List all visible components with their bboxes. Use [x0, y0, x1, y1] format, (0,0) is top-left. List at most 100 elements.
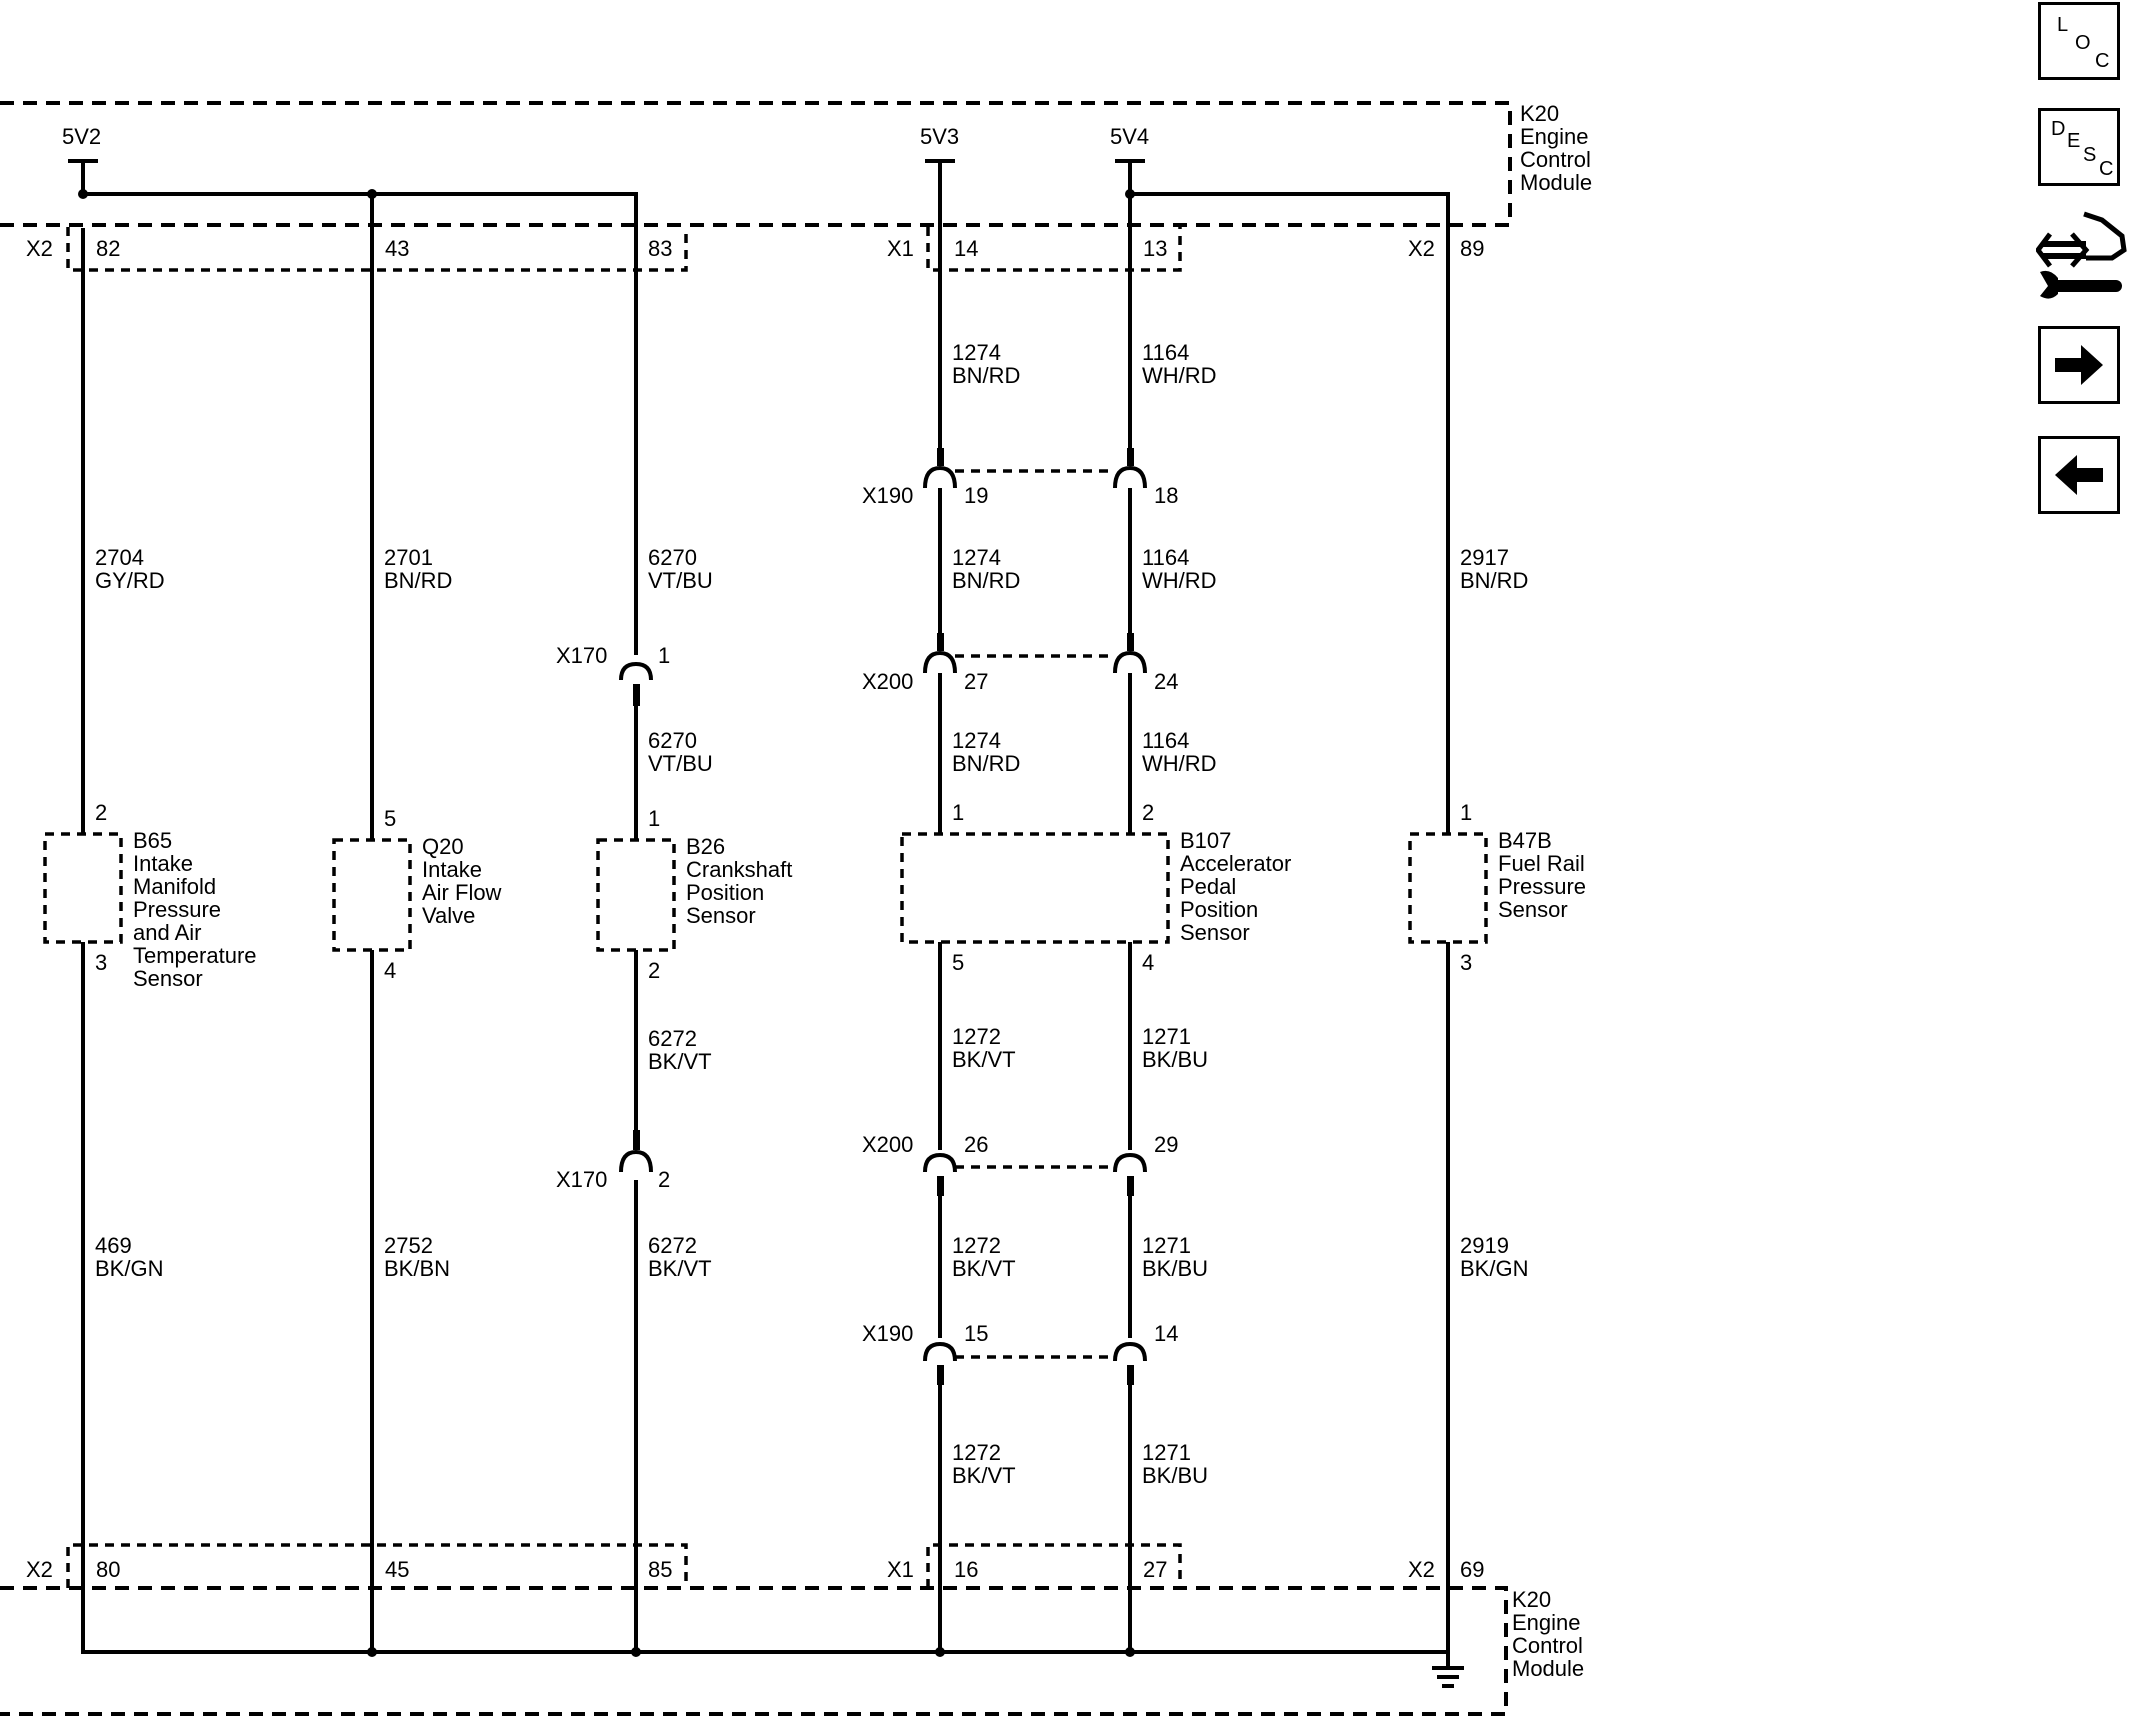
wire-circuit-label: 1274 [952, 340, 1001, 365]
component-id-b47b: B47B [1498, 828, 1552, 853]
wire-color-label: BK/GN [95, 1256, 163, 1281]
desc-letter: E [2067, 130, 2081, 152]
wire-color-label: BK/BU [1142, 1047, 1208, 1072]
component-name-line: Sensor [1498, 897, 1568, 922]
module-title-line: Engine [1520, 124, 1589, 149]
wire-color-label: BK/GN [1460, 1256, 1528, 1281]
module-pin-label: 43 [385, 236, 409, 261]
wire-circuit-label: 6272 [648, 1233, 697, 1258]
inline-connector-label: X190 [862, 483, 913, 508]
wire-circuit-label: 1274 [952, 728, 1001, 753]
connector-label-x2-bottom: X2 [26, 1557, 53, 1582]
bus-5v4 [1130, 192, 1450, 228]
module-boundary-bottom [0, 1586, 1508, 1716]
module-title-line: Control [1520, 147, 1591, 172]
wire-color-label: WH/RD [1142, 751, 1217, 776]
wire-circuit-label: 1272 [952, 1440, 1001, 1465]
wire-color-label: BK/VT [648, 1049, 712, 1074]
connector-label-x2-top-right: X2 [1408, 236, 1435, 261]
supply-label-5v2: 5V2 [62, 124, 101, 149]
component-id-q20: Q20 [422, 834, 464, 859]
module-title-line: Module [1512, 1656, 1584, 1681]
wire-color-label: BK/BU [1142, 1256, 1208, 1281]
next-button[interactable] [2038, 326, 2120, 404]
prev-button[interactable] [2038, 436, 2120, 514]
inline-connector-x200-pin29 [1113, 1152, 1147, 1196]
inline-connector-x190-pin15 [923, 1341, 957, 1385]
module-name-bottom: K20 [1512, 1587, 1551, 1612]
arrow-left-icon [2055, 455, 2103, 495]
inline-connector-x190-pin19 [923, 448, 957, 489]
wire-color-label: BK/BU [1142, 1463, 1208, 1488]
connector-label-x1-bottom: X1 [887, 1557, 914, 1582]
wire-circuit-label: 2704 [95, 545, 144, 570]
inline-pin-label: 19 [964, 483, 988, 508]
module-title-line: Engine [1512, 1610, 1581, 1635]
component-name-line: Position [1180, 897, 1258, 922]
inline-connector-label: X190 [862, 1321, 913, 1346]
module-pin-label: 45 [385, 1557, 409, 1582]
module-name-top: K20 [1520, 101, 1559, 126]
component-box-q20 [332, 838, 412, 952]
inline-connector-label: X170 [556, 643, 607, 668]
tool-button[interactable] [2034, 210, 2128, 300]
connector-housing-x2-top [66, 227, 688, 272]
component-pin-label: 2 [95, 800, 107, 825]
inline-connector-x190-pin14 [1113, 1341, 1147, 1385]
inline-connector-label: X170 [556, 1167, 607, 1192]
inline-pin-label: 2 [658, 1167, 670, 1192]
inline-connector-x200-pin24 [1113, 633, 1147, 674]
component-box-b65 [43, 832, 123, 944]
module-pin-label: 16 [954, 1557, 978, 1582]
wire-color-label: BN/RD [1460, 568, 1528, 593]
wire-color-label: BN/RD [952, 568, 1020, 593]
arrow-right-icon [2055, 345, 2103, 385]
desc-letter: C [2099, 158, 2114, 180]
component-pin-label: 5 [952, 950, 964, 975]
desc-letter: S [2083, 144, 2097, 166]
inline-connector-x200-pin27 [923, 633, 957, 674]
component-pin-label: 3 [1460, 950, 1472, 975]
module-pin-label: 69 [1460, 1557, 1484, 1582]
inline-connector-x170-pin2 [619, 1130, 653, 1173]
inline-pin-label: 29 [1154, 1132, 1178, 1157]
wire-color-label: VT/BU [648, 751, 713, 776]
inline-connector-x200-pin26 [923, 1152, 957, 1196]
wire-color-label: WH/RD [1142, 568, 1217, 593]
component-pin-label: 5 [384, 806, 396, 831]
module-pin-label: 85 [648, 1557, 672, 1582]
wire-circuit-label: 2752 [384, 1233, 433, 1258]
inline-connector-x190-pin18 [1113, 448, 1147, 489]
module-pin-label: 13 [1143, 236, 1167, 261]
component-name-line: Air Flow [422, 880, 502, 905]
wire-circuit-label: 2701 [384, 545, 433, 570]
desc-button[interactable]: D E S C [2038, 108, 2120, 186]
wire-circuit-label: 1272 [952, 1024, 1001, 1049]
wire-color-label: VT/BU [648, 568, 713, 593]
component-name-line: Intake [422, 857, 482, 882]
supply-label-5v3: 5V3 [920, 124, 959, 149]
inline-pin-label: 24 [1154, 669, 1178, 694]
module-boundary-top [0, 101, 1512, 227]
connector-label-x2-bottom-right: X2 [1408, 1557, 1435, 1582]
component-name-line: Sensor [686, 903, 756, 928]
component-name-line: Fuel Rail [1498, 851, 1585, 876]
wire-circuit-label: 1271 [1142, 1024, 1191, 1049]
wire-color-label: BK/VT [952, 1463, 1016, 1488]
loc-button[interactable]: L O C [2038, 2, 2120, 80]
ground-icon [1432, 1652, 1464, 1688]
wire-color-label: BK/VT [952, 1256, 1016, 1281]
component-box-b26 [596, 838, 676, 952]
wire-circuit-label: 1164 [1142, 728, 1189, 753]
component-id-b26: B26 [686, 834, 725, 859]
inline-pin-label: 1 [658, 643, 670, 668]
module-pin-label: 83 [648, 236, 672, 261]
connector-housing-x2-bottom [66, 1543, 688, 1588]
component-pin-label: 4 [1142, 950, 1154, 975]
component-pin-label: 1 [648, 806, 660, 831]
component-name-line: Position [686, 880, 764, 905]
component-name-line: Intake [133, 851, 193, 876]
inline-connector-label: X200 [862, 669, 913, 694]
wire-circuit-label: 1272 [952, 1233, 1001, 1258]
component-pin-label: 2 [648, 958, 660, 983]
